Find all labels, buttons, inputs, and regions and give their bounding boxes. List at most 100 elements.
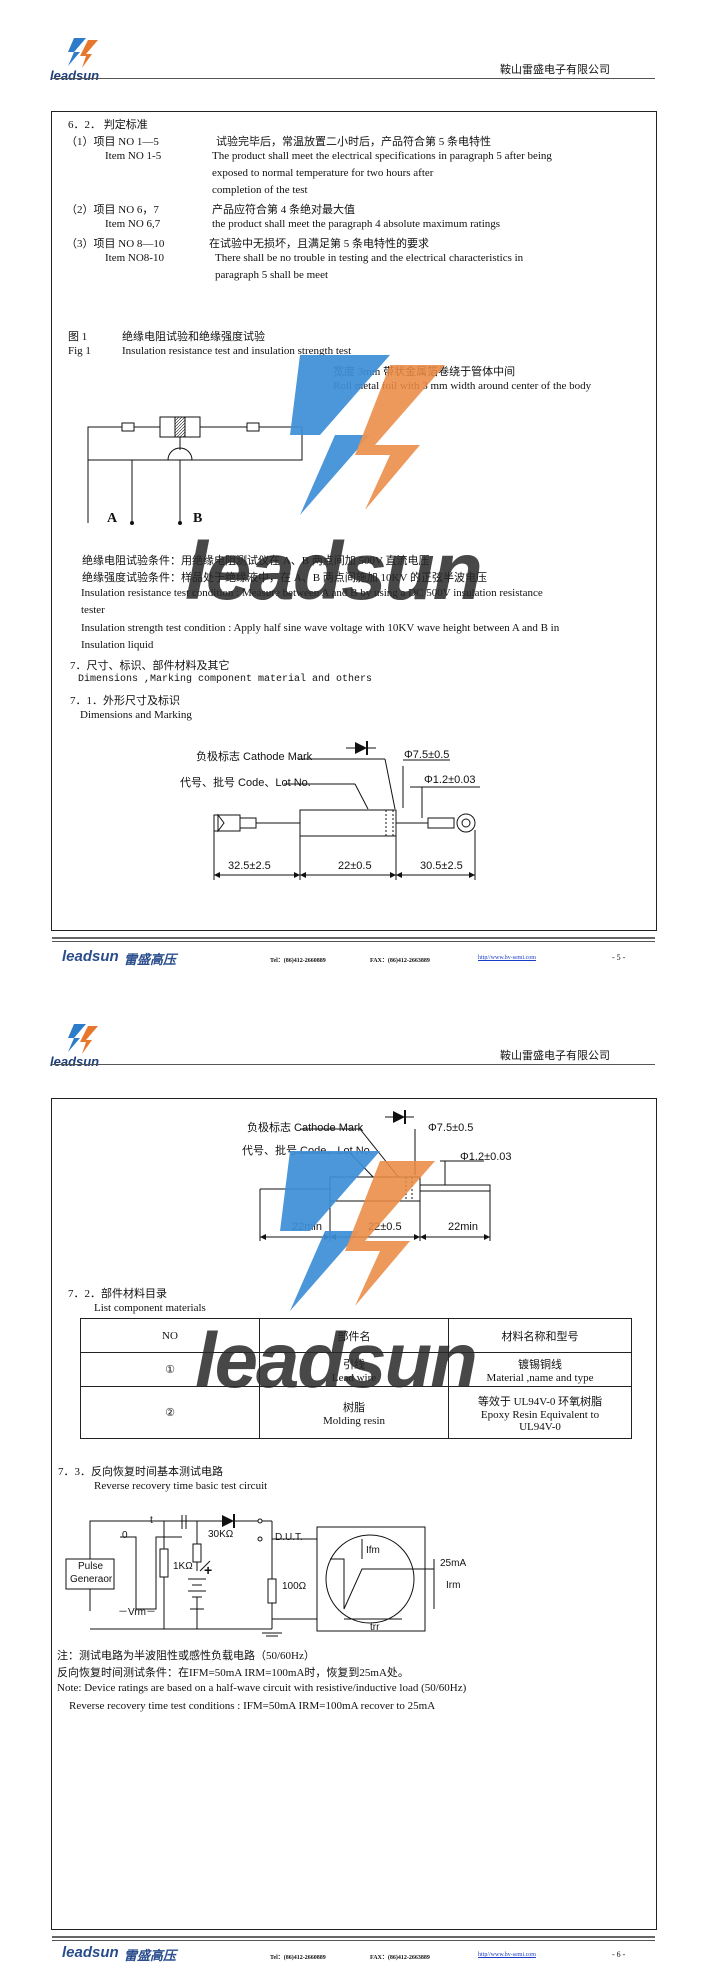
trr-label: trr (370, 1622, 380, 1633)
footer-rule (52, 937, 655, 939)
row2-part-en: Molding resin (322, 1414, 386, 1427)
item1-cn-text: 试验完毕后，常温放置二小时后，产品符合第 5 条电特性 (216, 136, 491, 148)
item1-cn-label: （1）项目 NO 1—5 (66, 136, 159, 148)
footer-brand: leadsun (62, 1944, 119, 1961)
watermark-logo-icon (280, 1151, 435, 1311)
r1k-label: 1KΩ (173, 1561, 193, 1572)
item3-cn-label: （3）项目 NO 8—10 (66, 238, 165, 250)
dim2-cathode-label: 负极标志 Cathode Mark (247, 1122, 364, 1134)
row2-material: 等效于 UL94V-0 环氧树脂 Epoxy Resin Equivalent … (448, 1386, 632, 1439)
footer-brand: leadsun (62, 948, 119, 965)
label-b: B (193, 511, 203, 526)
item1-en-l1: The product shall meet the electrical sp… (212, 150, 552, 162)
header-rule (52, 1064, 655, 1065)
row1-part: 引线 Lead wire (259, 1352, 449, 1387)
pulse-generator-l1: Pulse (78, 1561, 104, 1572)
ifm-label: Ifm (366, 1545, 380, 1556)
header-company: 鞍山雷盛电子有限公司 (500, 1050, 610, 1062)
dim2-body-diameter: Φ7.5±0.5 (428, 1122, 474, 1134)
item1-en-label: Item NO 1-5 (105, 150, 162, 162)
current-25ma-label: 25mA (440, 1558, 467, 1569)
row2-part: 树脂 Molding resin (259, 1386, 449, 1439)
watermark-text: leadsun (195, 1316, 478, 1404)
item2-en-text: the product shall meet the paragraph 4 a… (212, 218, 501, 230)
item2-cn-text: 产品应符合第 4 条绝对最大值 (212, 204, 355, 216)
table-header-row: NO 部件名 材料名称和型号 (80, 1318, 632, 1353)
item3-en-l1: There shall be no trouble in testing and… (215, 252, 524, 264)
row2-material-l3: UL94V-0 (519, 1420, 561, 1433)
section71-heading-cn: 7．1．外形尺寸及标识 (70, 695, 180, 707)
fig1-en-label: Fig 1 (68, 345, 91, 357)
trr-heading-en: Reverse recovery time basic test circuit (94, 1480, 268, 1492)
col-material-header: 材料名称和型号 (448, 1318, 632, 1353)
table-row: ① 引线 Lead wire 镀锡铜线 Material ,name and t… (80, 1352, 632, 1387)
row2-material-l2: Epoxy Resin Equivalent to (480, 1408, 600, 1421)
dim1-len-left: 32.5±2.5 (228, 860, 271, 872)
dim1-body-diameter: Φ7.5±0.5 (404, 749, 450, 761)
dut-label: D.U.T. (275, 1532, 303, 1543)
leadsun-logo-icon (68, 38, 98, 68)
item3-cn-text: 在试验中无损坏，且满足第 5 条电特性的要求 (209, 238, 429, 250)
row1-part-cn: 引线 (343, 1358, 365, 1371)
watermark-text: leadsun (185, 526, 483, 617)
dim2-len-right: 22min (448, 1221, 478, 1233)
dim1-len-right: 30.5±2.5 (420, 860, 463, 872)
irm-label: Irm (446, 1580, 461, 1591)
trr-zero-label: 0 (122, 1530, 128, 1541)
dim1-len-body: 22±0.5 (338, 860, 372, 872)
condition1-cn: 绝缘电阻试验条件：用绝缘电阻测试仪在 A、B 两点间加 500V 直流电压 (82, 555, 430, 567)
item3-en-l2: paragraph 5 shall be meet (215, 269, 329, 281)
footer-brand-cn: 雷盛高压 (124, 952, 177, 967)
note2-cn: 反向恢复时间测试条件：在IFM=50mA IRM=100mA时，恢复到25mA处… (57, 1667, 409, 1679)
materials-heading-cn: 7．2．部件材料目录 (68, 1288, 167, 1300)
row1-material-en: Material ,name and type (486, 1371, 594, 1384)
section71-heading-en: Dimensions and Marking (80, 709, 192, 721)
dim1-code-label: 代号、批号 Code、Lot No. (180, 777, 311, 789)
judgement-heading: 6．2． 判定标准 (68, 119, 148, 131)
content-frame (51, 1098, 657, 1930)
footer-page-number: - 5 - (612, 953, 626, 962)
dim2-lead-diameter: Φ1.2±0.03 (460, 1151, 512, 1163)
trr-test-circuit (65, 1514, 435, 1637)
header-logo-text: leadsun (50, 1054, 100, 1069)
battery-plus-label: + (204, 1562, 213, 1578)
note1-en: Note: Device ratings are based on a half… (57, 1682, 467, 1694)
item3-en-label: Item NO8-10 (105, 252, 164, 264)
trr-t-label: t (150, 1515, 153, 1526)
dimension-drawing-1 (213, 741, 480, 880)
page-6: leadsun 鞍山雷盛电子有限公司 负极标志 Cathode Mark 代号、… (0, 991, 710, 1982)
row1-material-cn: 镀锡铜线 (518, 1358, 562, 1371)
row2-material-l1: 等效于 UL94V-0 环氧树脂 (477, 1395, 603, 1408)
materials-heading-en: List component materials (94, 1302, 206, 1314)
footer-rule (52, 1936, 655, 1938)
item2-cn-label: （2）项目 NO 6，7 (66, 204, 159, 216)
row1-material: 镀锡铜线 Material ,name and type (448, 1352, 632, 1387)
footer-website-link[interactable]: http//www.hv-semi.com (478, 955, 536, 961)
row2-no: ② (80, 1386, 260, 1439)
row2-part-cn: 树脂 (343, 1401, 365, 1414)
r30k-label: 30KΩ (208, 1529, 234, 1540)
footer-tel: Tel：(86)412-2660889 (270, 1955, 326, 1961)
header-logo-text: leadsun (50, 68, 100, 83)
condition1-en-l1: Insulation resistance test condition : M… (81, 587, 543, 599)
section7-heading-en: Dimensions ,Marking component material a… (78, 674, 373, 685)
header-company: 鞍山雷盛电子有限公司 (500, 64, 610, 76)
section7-heading-cn: 7．尺寸、标识、部件材料及其它 (70, 660, 230, 672)
label-a: A (107, 511, 118, 526)
fig1-cn-label: 图 1 (68, 331, 88, 343)
row1-part-en: Lead wire (331, 1371, 377, 1384)
condition2-en-l2: Insulation liquid (81, 639, 154, 651)
insulation-test-diagram (87, 416, 303, 525)
watermark-logo-icon (290, 355, 445, 515)
trr-vrm-label: －Vrm－ (118, 1607, 156, 1618)
condition1-en-l2: tester (81, 604, 105, 616)
note2-en: Reverse recovery time test conditions : … (69, 1700, 436, 1712)
content-frame (51, 111, 657, 931)
footer-website-link[interactable]: http//www.hv-semi.com (478, 1952, 536, 1958)
footer-tel: Tel：(86)412-2660889 (270, 958, 326, 964)
col-no-header: NO (80, 1318, 260, 1353)
footer-fax: FAX：(86)412-2663889 (370, 958, 430, 964)
item2-en-label: Item NO 6,7 (105, 218, 161, 230)
fig1-en-title: Insulation resistance test and insulatio… (122, 345, 352, 357)
header-rule (52, 78, 655, 79)
